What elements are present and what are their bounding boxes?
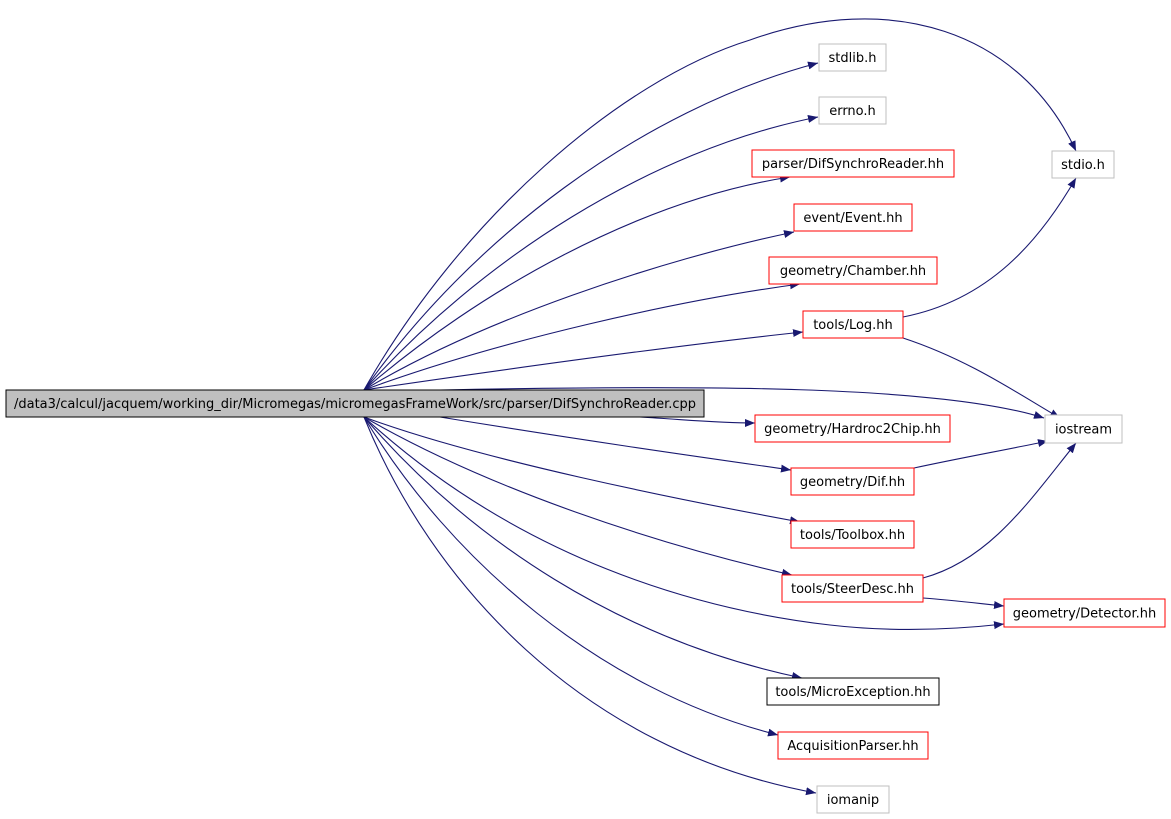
node-box-iostream [1044, 414, 1123, 444]
node-toolbox[interactable]: tools/Toolbox.hh [790, 520, 915, 549]
node-label-steer: tools/SteerDesc.hh [791, 582, 914, 597]
edge-root-to-steer [363, 416, 793, 577]
node-hardroc[interactable]: geometry/Hardroc2Chip.hh [754, 414, 951, 443]
node-root[interactable]: /data3/calcul/jacquem/working_dir/Microm… [5, 389, 705, 418]
node-dif[interactable]: geometry/Dif.hh [790, 467, 915, 496]
edges-layer [363, 18, 1077, 796]
edge-log-to-stdio [902, 177, 1077, 318]
node-box-detector [1003, 598, 1166, 628]
node-microexc[interactable]: tools/MicroException.hh [766, 677, 940, 706]
node-label-dif: geometry/Dif.hh [800, 475, 905, 490]
edge-root-to-stdio [363, 18, 1077, 391]
node-label-toolbox: tools/Toolbox.hh [800, 528, 905, 543]
node-box-stdlib [818, 43, 887, 72]
node-box-difsync [751, 149, 955, 178]
node-label-hardroc: geometry/Hardroc2Chip.hh [764, 422, 941, 437]
edge-root-to-dif [439, 416, 792, 473]
edge-root-to-stdlib [363, 61, 819, 391]
node-label-acqparser: AcquisitionParser.hh [787, 739, 918, 754]
edge-root-to-detector [363, 416, 1005, 630]
node-stdlib[interactable]: stdlib.h [818, 43, 887, 72]
node-label-stdlib: stdlib.h [829, 51, 877, 66]
node-box-iomanip [816, 785, 890, 814]
edge-root-to-acqparser [363, 416, 779, 737]
node-label-stdio: stdio.h [1061, 158, 1105, 173]
node-label-root: /data3/calcul/jacquem/working_dir/Microm… [14, 397, 696, 412]
node-chamber[interactable]: geometry/Chamber.hh [768, 256, 938, 285]
node-steer[interactable]: tools/SteerDesc.hh [781, 574, 924, 603]
node-iostream[interactable]: iostream [1044, 414, 1123, 444]
edge-dif-to-iostream [913, 439, 1049, 469]
node-box-steer [781, 574, 924, 603]
node-label-chamber: geometry/Chamber.hh [780, 264, 926, 279]
node-acqparser[interactable]: AcquisitionParser.hh [777, 731, 929, 760]
node-label-iomanip: iomanip [827, 793, 879, 808]
node-label-errno: errno.h [829, 104, 876, 119]
node-iomanip[interactable]: iomanip [816, 785, 890, 814]
node-box-chamber [768, 256, 938, 285]
edge-root-to-iomanip [363, 416, 817, 796]
node-box-stdio [1051, 150, 1115, 179]
node-box-dif [790, 467, 915, 496]
node-label-microexc: tools/MicroException.hh [775, 685, 930, 700]
node-log[interactable]: tools/Log.hh [802, 310, 904, 339]
edge-root-to-iostream [439, 387, 1045, 419]
node-label-iostream: iostream [1055, 423, 1112, 438]
edge-root-to-errno [363, 115, 819, 391]
edge-steer-to-iostream [922, 442, 1077, 579]
edge-steer-to-detector [922, 597, 1005, 609]
node-box-event [793, 203, 913, 232]
edge-root-to-toolbox [363, 416, 801, 525]
node-box-errno [818, 96, 887, 125]
node-label-difsync: parser/DifSynchroReader.hh [762, 157, 944, 172]
edge-root-to-log [363, 329, 804, 391]
node-box-acqparser [777, 731, 929, 760]
edge-root-to-event [363, 230, 795, 391]
node-errno[interactable]: errno.h [818, 96, 887, 125]
node-label-event: event/Event.hh [803, 211, 902, 226]
node-box-root [5, 389, 705, 418]
node-detector[interactable]: geometry/Detector.hh [1003, 598, 1166, 628]
edge-root-to-hardroc [639, 416, 756, 427]
node-box-toolbox [790, 520, 915, 549]
node-label-detector: geometry/Detector.hh [1013, 607, 1156, 622]
edge-root-to-chamber [363, 281, 801, 391]
node-difsync[interactable]: parser/DifSynchroReader.hh [751, 149, 955, 178]
node-box-hardroc [754, 414, 951, 443]
node-box-log [802, 310, 904, 339]
edge-root-to-difsync [363, 174, 791, 391]
node-label-log: tools/Log.hh [813, 318, 893, 333]
node-event[interactable]: event/Event.hh [793, 203, 913, 232]
node-stdio[interactable]: stdio.h [1051, 150, 1115, 179]
edge-root-to-microexc [363, 416, 803, 680]
edge-log-to-iostream [902, 337, 1061, 419]
nodes-layer: /data3/calcul/jacquem/working_dir/Microm… [5, 43, 1166, 814]
node-box-microexc [766, 677, 940, 706]
